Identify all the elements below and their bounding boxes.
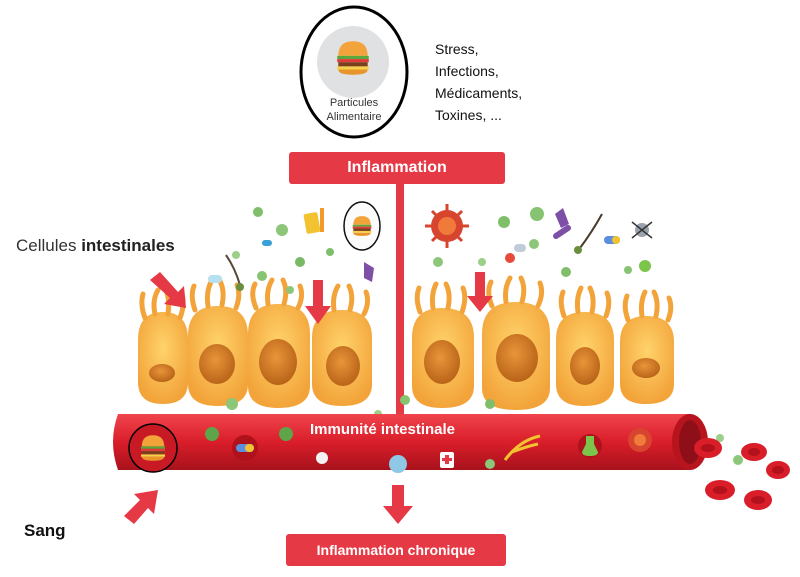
food-particles-label: Particules Alimentaire [300, 96, 408, 124]
inflammation-triggers: Stress, Infections, Médicaments, Toxines… [435, 38, 522, 126]
intestinal-cells-left [138, 277, 372, 408]
chronic-inflammation-label: Inflammation chronique [316, 542, 476, 558]
luminal-particles [208, 204, 743, 465]
food-highlight-ring [299, 5, 409, 139]
small-burger-icon [352, 216, 372, 236]
food-label-line1: Particules [329, 97, 379, 109]
blood-vessel [113, 414, 708, 470]
blood-label: Sang [24, 521, 66, 540]
cells-label-bold: intestinales [81, 236, 175, 255]
food-label-line2: Alimentaire [326, 111, 382, 123]
intestinal-cells-label: Cellules intestinales [16, 236, 175, 256]
red-blood-cells [694, 438, 790, 510]
inflammation-box: Inflammation [289, 152, 505, 184]
vessel-contents [128, 423, 652, 473]
trigger-toxins: Toxines, ... [435, 107, 502, 123]
trigger-infections: Infections, [435, 63, 499, 79]
intestinal-immunity-label: Immunité intestinale [310, 421, 456, 438]
cells-label-prefix: Cellules [16, 236, 82, 255]
inflammation-label: Inflammation [347, 159, 447, 176]
trigger-medications: Médicaments, [435, 85, 523, 101]
trigger-stress: Stress, [435, 41, 479, 57]
inflammation-connector [396, 183, 404, 423]
red-arrows [124, 272, 493, 524]
intestinal-cells-right [412, 275, 674, 410]
burger-icon [337, 41, 369, 75]
chronic-inflammation-box: Inflammation chronique [286, 534, 506, 566]
